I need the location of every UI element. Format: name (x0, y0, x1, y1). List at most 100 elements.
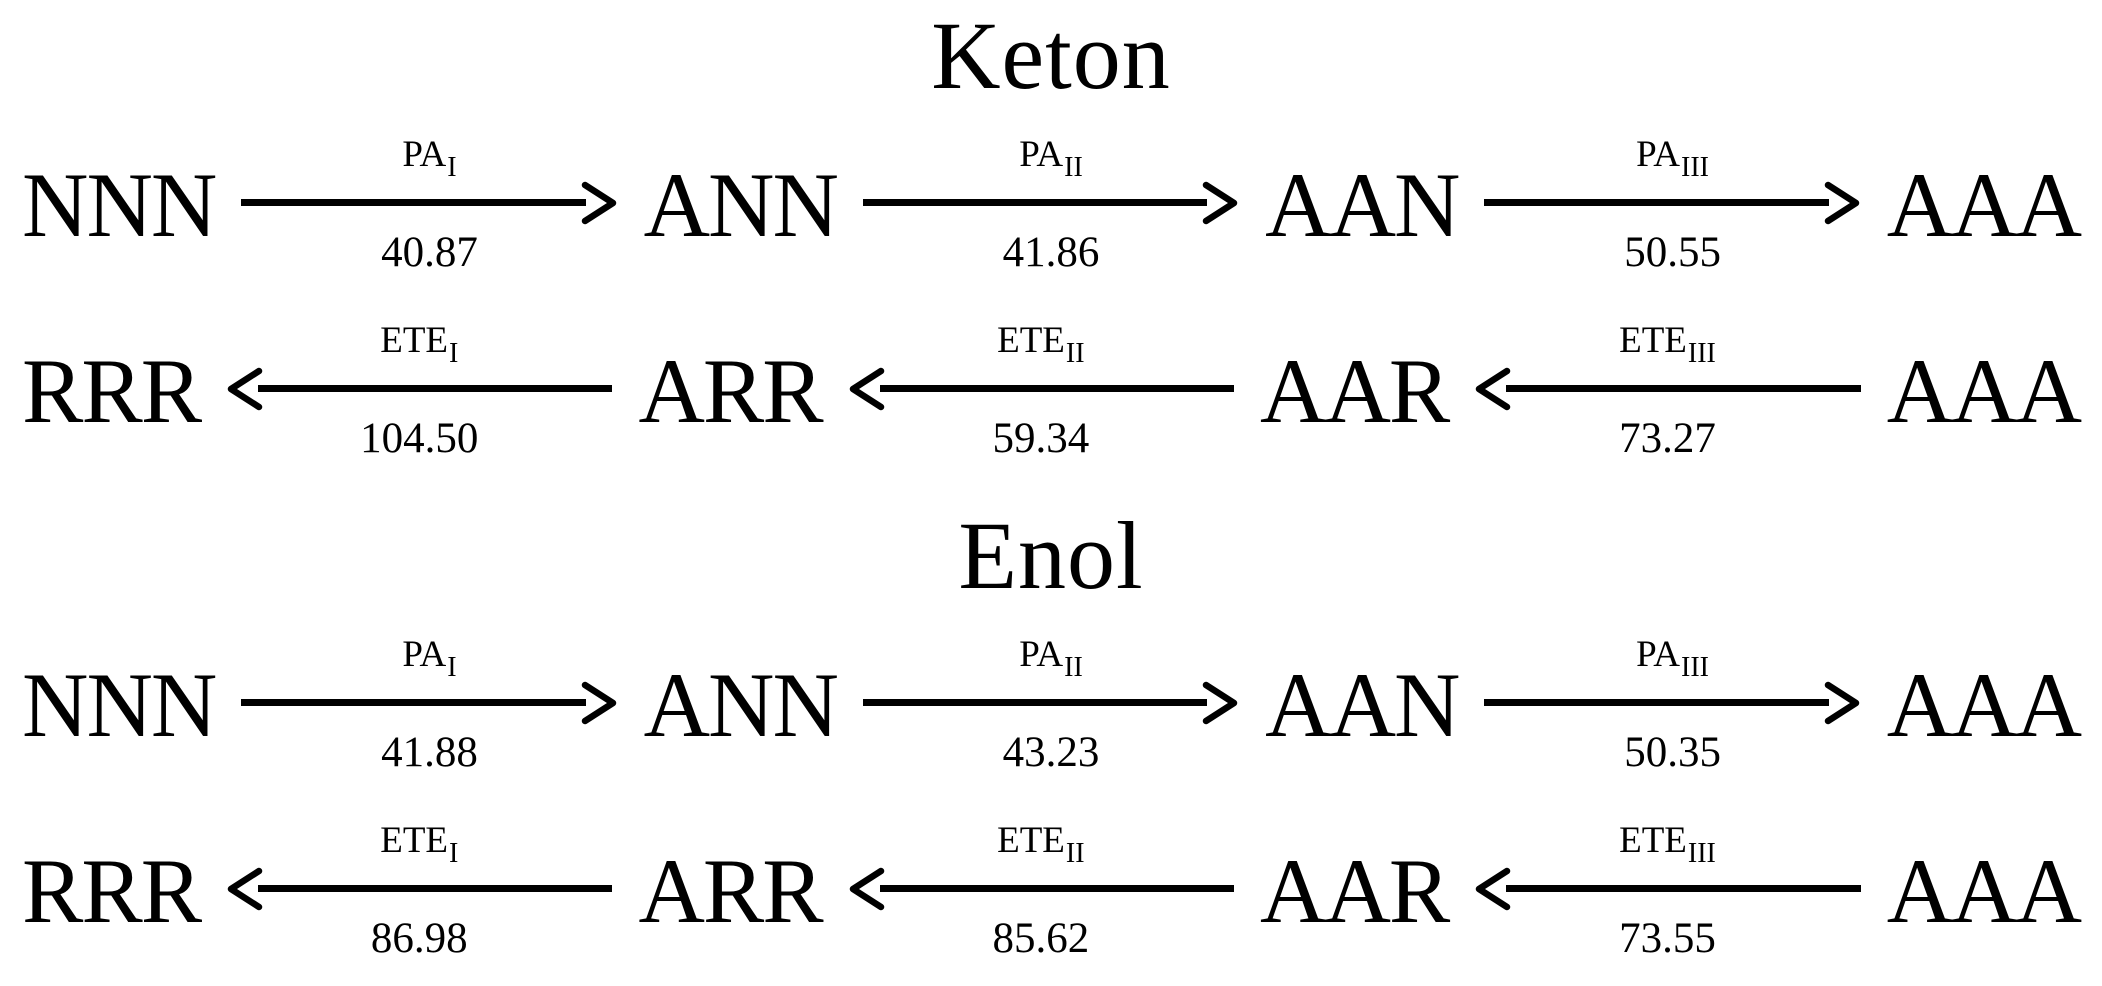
reaction-step: ETEIII 73.55 (1474, 819, 1861, 963)
step-label-subscript: II (1065, 837, 1085, 869)
step-value: 50.55 (1624, 228, 1721, 276)
arrow-head (1202, 681, 1238, 724)
species-label: RRR (22, 340, 202, 442)
step-label-text: PA (1019, 133, 1064, 175)
step-label: PAIII (1636, 633, 1709, 683)
step-label-text: ETE (1619, 319, 1687, 361)
reaction-step: ETEIII 73.27 (1474, 319, 1861, 463)
arrow-shaft (241, 699, 586, 706)
step-value: 43.23 (1002, 728, 1100, 776)
step-label-subscript: I (449, 337, 459, 369)
step-value: 41.86 (1002, 228, 1100, 276)
species-label: AAR (1260, 840, 1450, 942)
arrow-head (1476, 367, 1511, 410)
section-enol: Enol NNN PAI 41.88 ANN PAII 43.23 (22, 500, 2082, 984)
species-label: ANN (643, 154, 839, 256)
step-label: ETEIII (1619, 319, 1716, 369)
arrow-head (581, 681, 616, 724)
arrow-head (1202, 181, 1238, 224)
arrow-shaft (862, 699, 1208, 706)
arrow-shaft (862, 199, 1208, 206)
forward-arrow-icon (862, 679, 1239, 727)
forward-arrow-icon (1484, 679, 1860, 727)
step-label-text: PA (1636, 633, 1681, 675)
arrow-head (227, 867, 263, 910)
species-label: AAA (1886, 340, 2082, 442)
reverse-arrow-icon (226, 865, 613, 913)
step-value: 50.35 (1624, 728, 1721, 776)
step-label: ETEII (997, 819, 1084, 869)
reaction-step: ETEII 59.34 (848, 319, 1235, 463)
arrow-head (581, 181, 616, 224)
species-label: NNN (22, 154, 217, 256)
arrow-shaft (258, 885, 613, 892)
step-label: PAIII (1636, 133, 1709, 183)
step-label: PAII (1019, 633, 1083, 683)
reverse-arrow-icon (1474, 865, 1861, 913)
step-label-subscript: I (447, 151, 457, 183)
arrow-head (849, 367, 884, 410)
section-title-enol: Enol (958, 502, 1144, 609)
arrow-shaft (258, 385, 613, 392)
species-label: ARR (638, 340, 823, 442)
step-label-text: ETE (997, 319, 1065, 361)
keton-forward-row: NNN PAI 40.87 ANN PAII 41.86 AAN (22, 112, 2082, 298)
step-label-subscript: III (1687, 337, 1716, 369)
step-value: 85.62 (992, 914, 1090, 962)
species-label: NNN (22, 654, 217, 756)
keton-reverse-row: RRR ETEI 104.50 ARR ETEII 59.34 AAR (22, 298, 2082, 484)
arrow-head (227, 367, 263, 410)
step-label-text: PA (1636, 133, 1681, 175)
enol-forward-row: NNN PAI 41.88 ANN PAII 43.23 AAN (22, 612, 2082, 798)
step-label-text: ETE (380, 819, 449, 861)
reverse-arrow-icon (848, 865, 1235, 913)
step-label-text: PA (402, 633, 447, 675)
step-label: ETEI (380, 819, 458, 869)
reaction-step: ETEI 104.50 (226, 319, 613, 463)
reaction-step: PAII 41.86 (862, 133, 1239, 277)
reaction-step: PAIII 50.55 (1484, 134, 1860, 277)
step-label-text: PA (1019, 633, 1064, 675)
step-label: ETEIII (1619, 819, 1716, 869)
arrow-head (849, 867, 884, 910)
arrow-shaft (1506, 885, 1861, 892)
forward-arrow-icon (241, 679, 617, 727)
step-value: 73.27 (1619, 414, 1716, 462)
reverse-arrow-icon (848, 365, 1235, 413)
step-value: 59.34 (992, 414, 1090, 462)
forward-arrow-icon (862, 179, 1239, 227)
arrow-shaft (241, 199, 586, 206)
step-label-subscript: I (447, 651, 457, 683)
step-label-subscript: III (1681, 151, 1710, 183)
step-value: 40.87 (381, 228, 478, 276)
step-value: 104.50 (360, 414, 479, 462)
reverse-arrow-icon (1474, 365, 1861, 413)
step-label-subscript: III (1687, 837, 1716, 869)
species-label: AAA (1886, 654, 2082, 756)
section-keton: Keton NNN PAI 40.87 ANN PAII 41.86 (22, 0, 2082, 484)
step-value: 41.88 (381, 728, 478, 776)
species-label: ARR (638, 840, 823, 942)
step-label-text: ETE (380, 319, 449, 361)
step-label-subscript: II (1064, 651, 1083, 683)
species-label: ANN (643, 654, 839, 756)
enol-reverse-row: RRR ETEI 86.98 ARR ETEII 85.62 AAR (22, 798, 2082, 984)
step-label-text: PA (402, 133, 447, 175)
forward-arrow-icon (1484, 179, 1860, 227)
step-label-subscript: II (1064, 151, 1083, 183)
step-label-subscript: II (1065, 337, 1085, 369)
step-value: 86.98 (370, 914, 468, 962)
species-label: RRR (22, 840, 202, 942)
step-label-text: ETE (1619, 819, 1687, 861)
reaction-step: PAIII 50.35 (1484, 634, 1860, 777)
arrow-shaft (1484, 699, 1829, 706)
step-label-text: ETE (997, 819, 1065, 861)
species-label: AAN (1265, 654, 1460, 756)
arrow-shaft (1506, 385, 1861, 392)
arrow-shaft (879, 885, 1235, 892)
step-label: PAI (402, 133, 456, 183)
step-value: 73.55 (1619, 914, 1716, 962)
reaction-step: PAI 40.87 (241, 134, 617, 277)
arrow-shaft (879, 385, 1235, 392)
